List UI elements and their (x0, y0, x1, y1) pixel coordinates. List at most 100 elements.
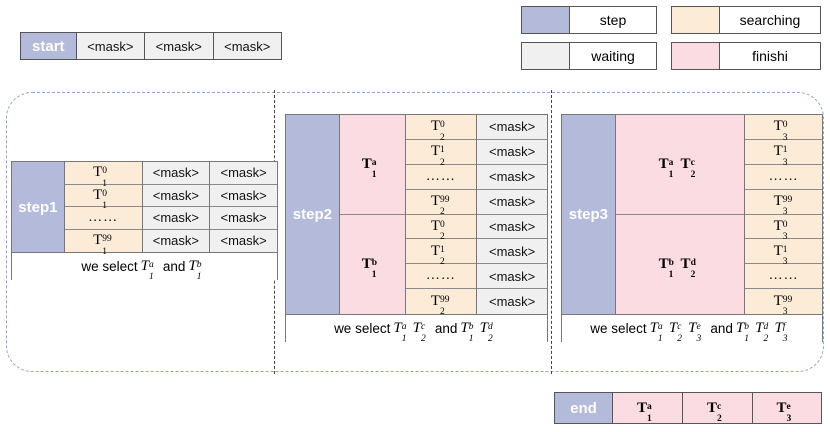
mask-cell: <mask> (477, 189, 547, 215)
legend-swatch-finishi (672, 43, 720, 69)
step1-label: step1 (18, 198, 58, 216)
legend-item-waiting[interactable]: waiting (521, 42, 657, 70)
legend-item-searching[interactable]: searching (671, 6, 821, 34)
legend-swatch-searching (672, 7, 720, 33)
step3-label-cell: step3 (562, 115, 616, 314)
mask-cell: <mask> (210, 229, 277, 252)
step1-label-cell: step1 (12, 162, 65, 252)
mask-cell: <mask> (477, 264, 547, 290)
legend-swatch-step (522, 7, 570, 33)
caption-prefix: we select (81, 259, 138, 274)
caption-prefix: we select (590, 321, 647, 336)
ellipsis-icon: …… (768, 268, 799, 284)
legend-swatch-waiting (522, 43, 570, 69)
legend-item-step[interactable]: step (521, 6, 657, 34)
step3-token-row-7: …… (745, 264, 822, 290)
legend-label-searching: searching (739, 12, 801, 28)
legend-label-step: step (599, 12, 627, 28)
step1-token-row-3: …… (64, 207, 142, 230)
start-mask-cell-3: <mask> (213, 33, 281, 59)
ellipsis-icon: …… (768, 168, 799, 184)
legend-item-finishi[interactable]: finishi (671, 42, 821, 70)
step3-label: step3 (568, 206, 608, 223)
legend-label-finishi: finishi (752, 48, 788, 64)
caption-conjunction: and (162, 259, 186, 274)
step-separator-2 (551, 90, 552, 374)
step2-token-row-3: …… (405, 164, 477, 190)
step2-token-row-7: …… (405, 264, 477, 290)
legend-label-waiting: waiting (591, 48, 635, 64)
mask-cell: <mask> (142, 207, 210, 230)
ellipsis-icon: …… (425, 268, 456, 284)
caption-conjunction: and (710, 321, 733, 336)
mask-cell: <mask> (477, 164, 547, 190)
end-label: end (555, 393, 613, 423)
mask-cell: <mask> (142, 229, 210, 252)
ellipsis-icon: …… (425, 168, 456, 184)
start-mask-cell-1: <mask> (76, 33, 146, 59)
step2-mask-column: <mask> <mask> <mask> <mask> <mask> <mask… (477, 115, 547, 314)
